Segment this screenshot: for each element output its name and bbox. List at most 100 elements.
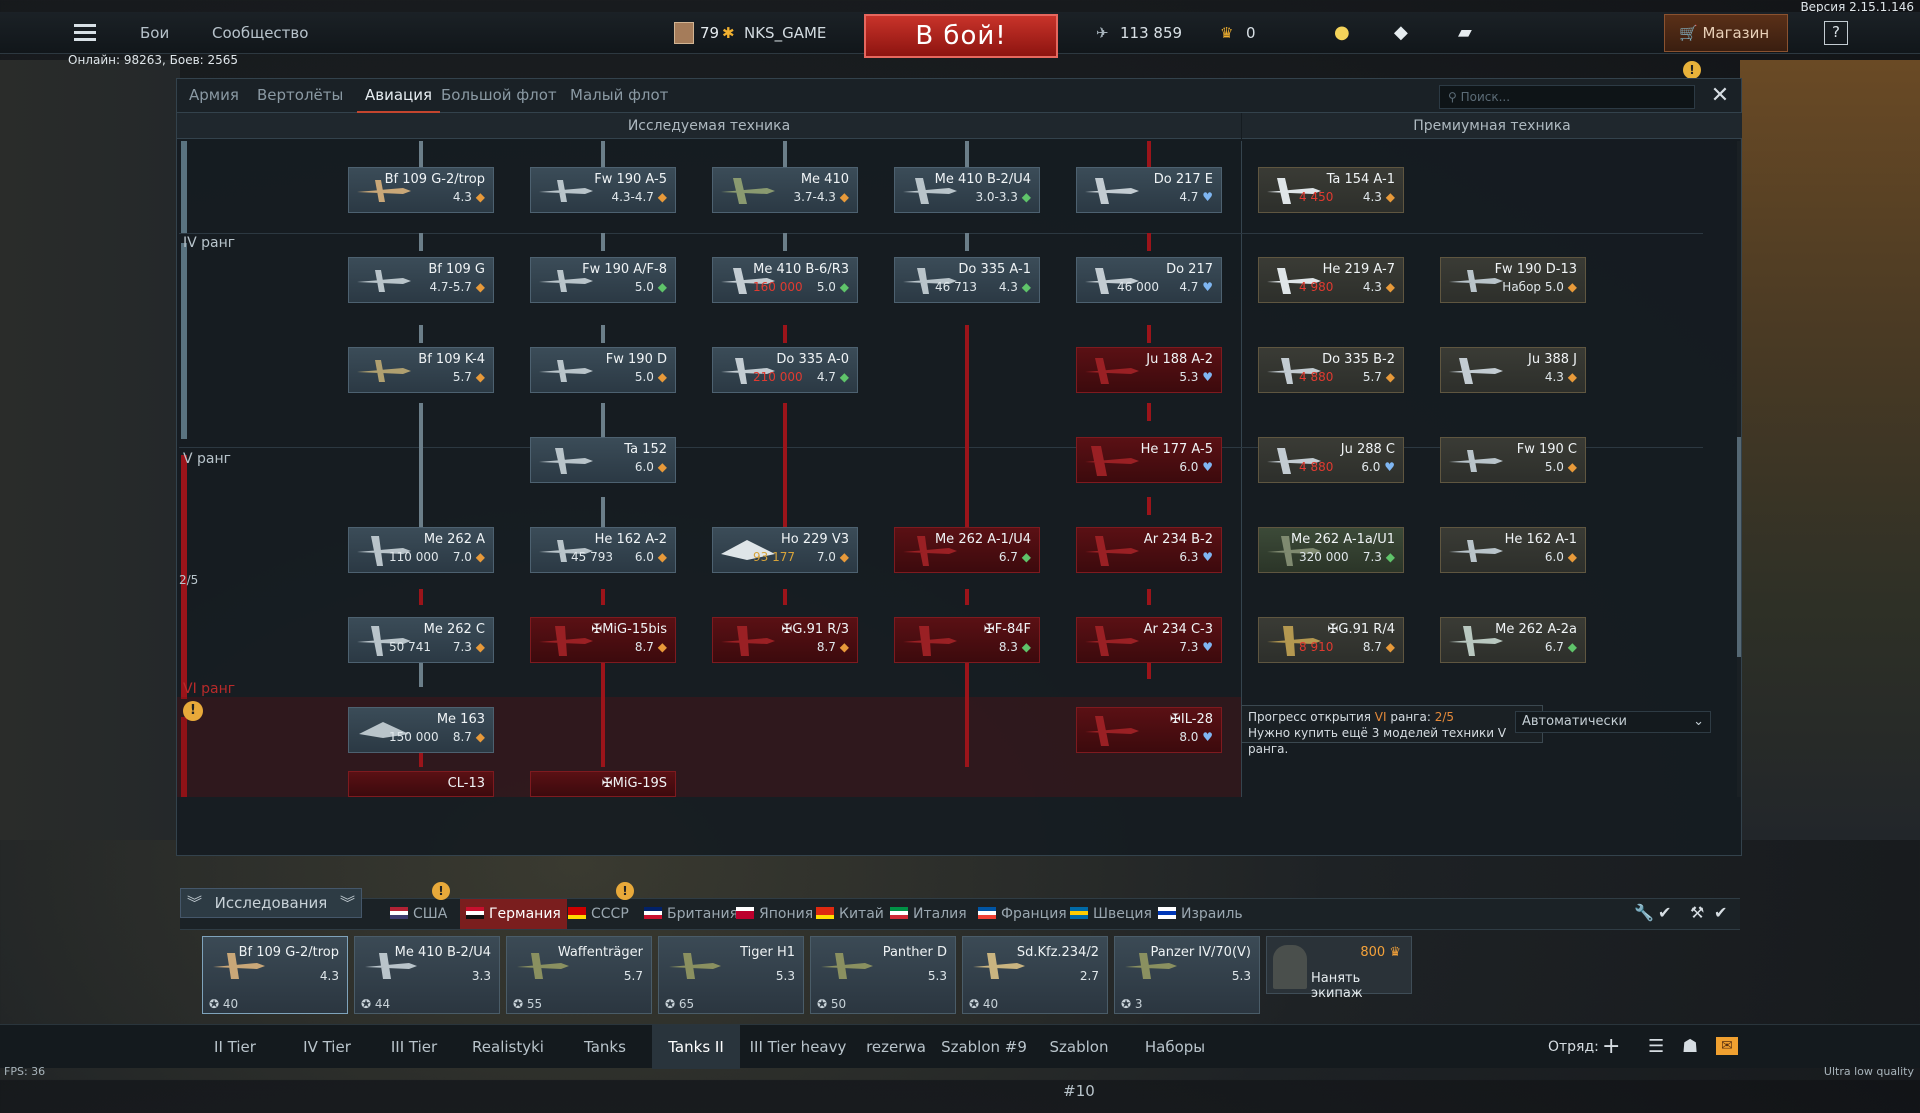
preset-tab-6[interactable]: III Tier heavy [749,1038,847,1056]
tab-coastal-fleet[interactable]: Малый флот [570,86,669,104]
contacts-icon[interactable]: ☗ [1682,1036,1699,1057]
nation-tab-8[interactable]: Швеция [1070,899,1152,929]
vehicle-card-do335a1[interactable]: Do 335 A-1 46 713 4.3 ◆ [894,257,1040,303]
vehicle-card-ta152[interactable]: Ta 152 6.0 ◆ [530,437,676,483]
preset-tab-5[interactable]: Tanks II [652,1025,740,1069]
close-icon[interactable]: ✕ [1710,83,1730,108]
vehicle-card-do335a0[interactable]: Do 335 A-0 210 000 4.7 ◆ [712,347,858,393]
search-input[interactable]: ⚲ Поиск... [1439,85,1695,109]
help-icon[interactable]: ? [1824,21,1848,45]
nation-tab-4[interactable]: Япония [736,899,813,929]
auto-select-dropdown[interactable]: Автоматически ⌄ [1515,711,1711,733]
battles-menu[interactable]: Бои [140,24,170,42]
vehicle-card-f84f[interactable]: ✠F-84F 8.3 ◆ [894,617,1040,663]
list-icon[interactable]: ☰ [1648,1036,1665,1057]
vehicle-card-me410b6[interactable]: Me 410 B-6/R3 160 000 5.0 ◆ [712,257,858,303]
vehicle-card-ho229[interactable]: Ho 229 V3 93 177 7.0 ◆ [712,527,858,573]
preset-tab-9[interactable]: Szablon #10 [1049,1038,1109,1100]
vehicle-card-mig19s[interactable]: ✠MiG-19S [530,771,676,797]
vehicle-card-me410b2u4[interactable]: Me 410 B-2/U4 3.0-3.3 ◆ [894,167,1040,213]
research-button[interactable]: ︾ Исследования ︾ [180,888,362,918]
check-all-icon[interactable]: ✔ [1714,903,1728,922]
vehicle-card-fw190af8[interactable]: Fw 190 A/F-8 5.0 ◆ [530,257,676,303]
vehicle-card-me262a1u4[interactable]: Me 262 A-1/U4 6.7 ◆ [894,527,1040,573]
nation-tab-6[interactable]: Италия [890,899,967,929]
vehicle-card-ar234c3[interactable]: Ar 234 C-3 7.3 ♥ [1076,617,1222,663]
vehicle-card-do217e[interactable]: Do 217 E 4.7 ♥ [1076,167,1222,213]
coupon-icon[interactable]: ▰ [1458,22,1472,43]
vehicle-card-cl13[interactable]: CL-13 [348,771,494,797]
vehicle-card-he162a2[interactable]: He 162 A-2 45 793 6.0 ◆ [530,527,676,573]
premium-card-he162a1[interactable]: He 162 A-1 6.0 ◆ [1440,527,1586,573]
add-squad-icon[interactable]: + [1602,1034,1621,1059]
menu-icon[interactable] [74,22,98,44]
vehicle-card-g91r3[interactable]: ✠G.91 R/3 8.7 ◆ [712,617,858,663]
vehicle-card-mig15bis[interactable]: ✠MiG-15bis 8.7 ◆ [530,617,676,663]
silver-balance[interactable]: 113 859 [1120,24,1183,42]
diamond-icon[interactable]: ◆ [1394,22,1408,43]
check-icon[interactable]: ✔ [1658,903,1672,922]
tab-army[interactable]: Армия [189,86,239,104]
preset-tab-1[interactable]: IV Tier [303,1038,351,1056]
premium-card-do335b2[interactable]: Do 335 B-2 4 880 5.7 ◆ [1258,347,1404,393]
nation-tab-2[interactable]: СССР [568,899,629,929]
vehicle-card-bf109k4[interactable]: Bf 109 K-4 5.7 ◆ [348,347,494,393]
vehicle-card-ju188[interactable]: Ju 188 A-2 5.3 ♥ [1076,347,1222,393]
premium-card-fw190c[interactable]: Fw 190 C 5.0 ◆ [1440,437,1586,483]
vehicle-card-fw190d[interactable]: Fw 190 D 5.0 ◆ [530,347,676,393]
premium-card-fw190d13[interactable]: Fw 190 D-13 Набор 5.0 ◆ [1440,257,1586,303]
preset-tab-3[interactable]: Realistyki [472,1038,544,1056]
vehicle-card-bf109g[interactable]: Bf 109 G 4.7-5.7 ◆ [348,257,494,303]
preset-tab-7[interactable]: rezerwa [866,1038,926,1056]
mail-icon[interactable]: ✉ [1716,1037,1738,1055]
vehicle-card-ar234b2[interactable]: Ar 234 B-2 6.3 ♥ [1076,527,1222,573]
nation-tab-3[interactable]: Британия [644,899,738,929]
vehicle-tree[interactable]: IV ранг V ранг 2/5 VI ранг [177,141,1741,797]
premium-card-ta154[interactable]: Ta 154 A-1 4 450 4.3 ◆ [1258,167,1404,213]
lightbulb-icon[interactable]: ● [1334,22,1350,43]
tab-helicopters[interactable]: Вертолёты [257,86,344,104]
nation-tab-9[interactable]: Израиль [1158,899,1243,929]
repair-all-icon[interactable]: ⚒ [1690,903,1705,922]
nation-tab-7[interactable]: Франция [978,899,1067,929]
preset-tab-8[interactable]: Szablon #9 [941,1038,1027,1056]
vehicle-card-me163[interactable]: Me 163 150 000 8.7 ◆ [348,707,494,753]
preset-tab-2[interactable]: III Tier [390,1038,438,1056]
vehicle-card-fw190a5[interactable]: Fw 190 A-5 4.3-4.7 ◆ [530,167,676,213]
shop-button[interactable]: 🛒 Магазин ! [1664,14,1788,79]
vehicle-card-he177[interactable]: He 177 A-5 6.0 ♥ [1076,437,1222,483]
scrollbar[interactable] [1737,141,1741,797]
premium-card-g91r4[interactable]: ✠G.91 R/4 8 910 8.7 ◆ [1258,617,1404,663]
username[interactable]: NKS_GAME [744,24,827,42]
vehicle-card-me410[interactable]: Me 410 3.7-4.3 ◆ [712,167,858,213]
vehicle-card-me262a[interactable]: Me 262 A 110 000 7.0 ◆ [348,527,494,573]
avatar[interactable] [674,12,698,54]
gold-balance[interactable]: 0 [1246,24,1256,42]
hire-crew-slot[interactable]: 800 ♛ Нанять экипаж [1266,936,1412,1001]
to-battle-button[interactable]: В бой! [864,14,1058,58]
tab-bluewater-fleet[interactable]: Большой флот [441,86,557,104]
preset-tab-4[interactable]: Tanks [584,1038,626,1056]
premium-card-ju388[interactable]: Ju 388 J 4.3 ◆ [1440,347,1586,393]
wrench-icon[interactable]: 🔧 [1634,903,1654,922]
nation-tab-0[interactable]: США [390,899,447,929]
tab-aviation[interactable]: Авиация [357,79,441,113]
premium-card-ju288[interactable]: Ju 288 C 4 880 6.0 ♥ [1258,437,1404,483]
crew-slot[interactable]: Panzer IV/70(V)5.3✪ 3 [1114,936,1260,1014]
nation-tab-1[interactable]: Германия [460,899,567,929]
vehicle-card-bf109g2trop[interactable]: Bf 109 G-2/trop 4.3 ◆ [348,167,494,213]
premium-card-me262u1[interactable]: Me 262 A-1a/U1 320 000 7.3 ◆ [1258,527,1404,573]
preset-tab-10[interactable]: Наборы [1144,1038,1206,1056]
preset-tab-0[interactable]: II Tier [214,1038,256,1056]
warning-icon[interactable]: ! [183,701,203,721]
nation-tab-5[interactable]: Китай [816,899,884,929]
premium-card-he219[interactable]: He 219 A-7 4 980 4.3 ◆ [1258,257,1404,303]
vehicle-card-me262c[interactable]: Me 262 C 50 741 7.3 ◆ [348,617,494,663]
premium-card-me262a2a[interactable]: Me 262 A-2a 6.7 ◆ [1440,617,1586,663]
